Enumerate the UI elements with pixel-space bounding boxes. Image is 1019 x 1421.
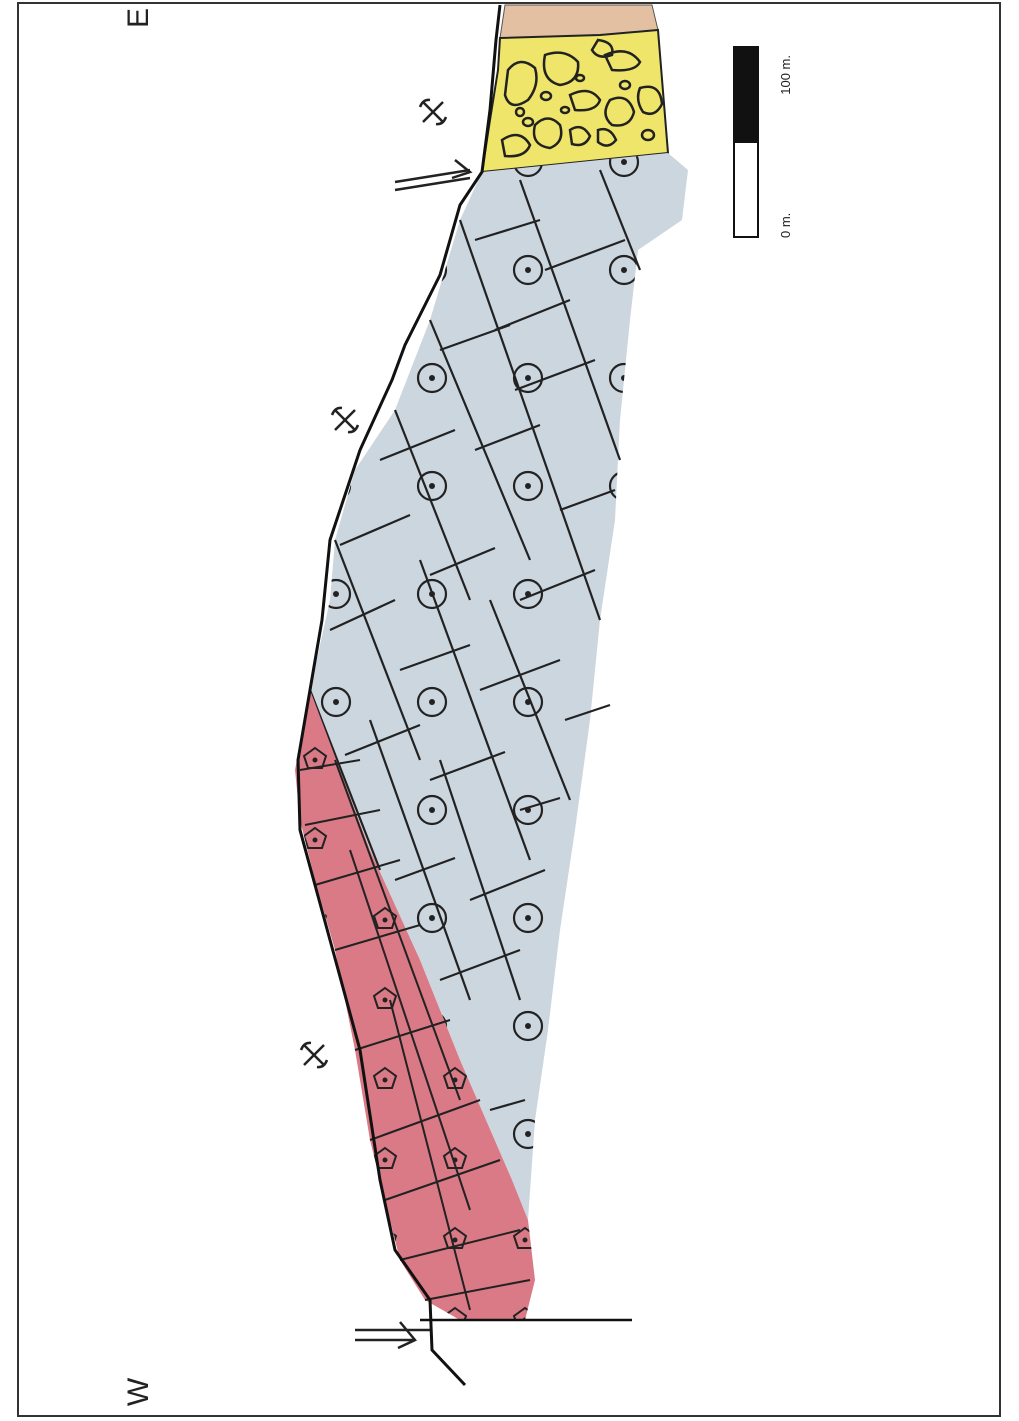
mine-icon <box>301 1043 327 1067</box>
west-label: W <box>122 1377 155 1406</box>
fault-symbol-top <box>395 160 470 190</box>
mine-icon <box>332 408 358 432</box>
fault-symbol-bottom <box>355 1322 430 1348</box>
scale-bar: 100 m. 0 m. <box>734 47 793 238</box>
east-label: E <box>122 8 155 28</box>
breccia-unit <box>482 30 668 172</box>
mine-icon <box>420 100 446 124</box>
scale-max-label: 100 m. <box>778 55 793 95</box>
scale-min-label: 0 m. <box>778 213 793 238</box>
